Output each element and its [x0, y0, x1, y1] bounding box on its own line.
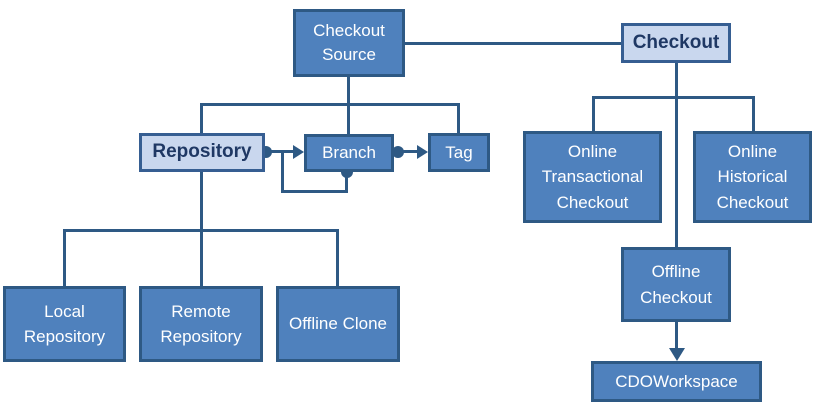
node-local-repository: Local Repository: [3, 286, 126, 362]
edge-drop-local: [63, 229, 66, 286]
edge-branch-tag: [398, 150, 418, 153]
node-offline-checkout: Offline Checkout: [621, 247, 731, 322]
edge-left-tee: [200, 103, 460, 106]
node-remote-repository: Remote Repository: [139, 286, 263, 362]
edge-drop-remote: [200, 229, 203, 286]
node-online-transactional-checkout: Online Transactional Checkout: [523, 131, 662, 223]
edge-drop-historical: [752, 96, 755, 133]
edge-drop-tag: [457, 103, 460, 134]
edge-branch-loop-right: [345, 177, 348, 192]
edge-checkout-offlinecheckout: [675, 62, 678, 247]
arrowhead-into-tag: [417, 145, 428, 159]
edge-drop-transactional: [592, 96, 595, 133]
node-cdo-workspace: CDOWorkspace: [591, 361, 762, 402]
node-checkout: Checkout: [621, 23, 731, 63]
edge-repository-branch: [266, 150, 294, 153]
edge-checkoutsource-checkout: [405, 42, 621, 45]
node-tag: Tag: [428, 133, 490, 172]
edge-offlinecheckout-cdoworkspace: [675, 322, 678, 349]
node-online-historical-checkout: Online Historical Checkout: [693, 131, 812, 223]
node-branch: Branch: [304, 134, 394, 172]
edge-drop-clone: [336, 229, 339, 286]
node-offline-clone: Offline Clone: [276, 286, 400, 362]
node-repository: Repository: [139, 133, 265, 172]
arrowhead-into-cdoworkspace: [669, 348, 685, 361]
edge-branch-loop-bottom: [281, 190, 348, 193]
node-checkout-source: Checkout Source: [293, 9, 405, 77]
arrowhead-into-branch: [293, 145, 304, 159]
edge-branch-loop-left: [281, 152, 284, 192]
edge-repository-down: [200, 171, 203, 232]
edge-right-tee: [592, 96, 755, 99]
edge-drop-repository: [200, 103, 203, 134]
